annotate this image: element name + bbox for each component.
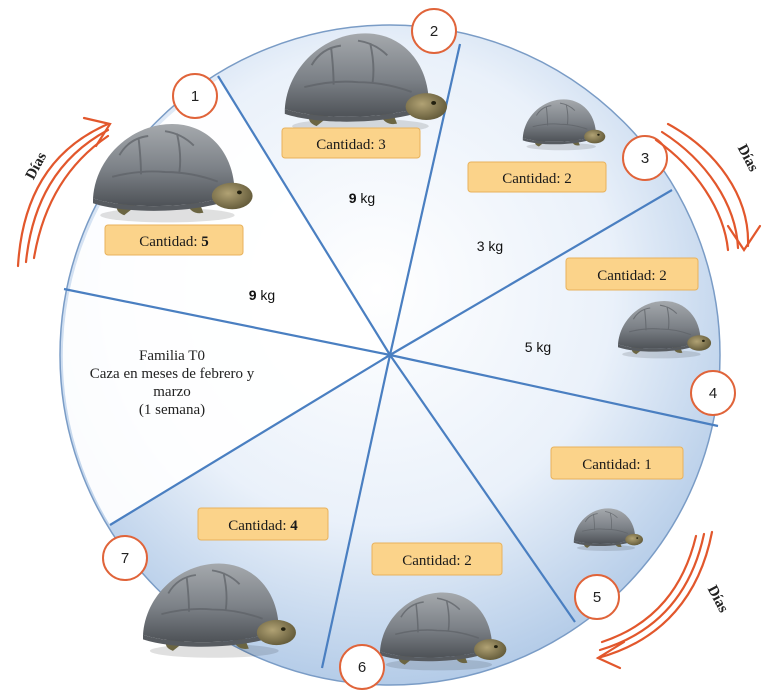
- svg-text:4: 4: [709, 385, 717, 402]
- svg-text:Cantidad: 4: Cantidad: 4: [228, 518, 298, 534]
- sector-number-badge-1: 1: [172, 73, 218, 119]
- svg-text:1: 1: [191, 88, 199, 105]
- quantity-label-5: Cantidad: 1: [550, 446, 684, 480]
- weight-label-sector-1: 9 kg: [249, 287, 275, 303]
- divider-line: [320, 354, 392, 669]
- svg-text:Cantidad: 2: Cantidad: 2: [402, 553, 472, 569]
- svg-text:Cantidad: 2: Cantidad: 2: [502, 171, 572, 187]
- svg-text:2: 2: [430, 23, 438, 40]
- quantity-label-1: Cantidad: 5: [104, 224, 244, 256]
- divider-line: [109, 354, 391, 526]
- direction-arrow-top-left: [16, 116, 112, 268]
- quantity-label-6: Cantidad: 2: [371, 542, 503, 576]
- sector-number-badge-6: 6: [339, 644, 385, 690]
- quantity-label-7: Cantidad: 4: [197, 507, 329, 541]
- weight-label-sector-3: 3 kg: [477, 238, 503, 254]
- weight-label-sector-2: 9 kg: [349, 190, 375, 206]
- divider-line: [389, 354, 576, 623]
- divider-line: [389, 353, 719, 428]
- svg-text:6: 6: [358, 659, 366, 676]
- sector-number-badge-5: 5: [574, 574, 620, 620]
- sector-number-badge-3: 3: [622, 135, 668, 181]
- direction-label-right: Días: [734, 142, 762, 175]
- sector-number-badge-4: 4: [690, 370, 736, 416]
- direction-label-left: Días: [23, 150, 51, 183]
- svg-text:3: 3: [641, 150, 649, 167]
- direction-arrow-right: [654, 122, 762, 252]
- sector-number-badge-2: 2: [411, 8, 457, 54]
- svg-text:Caza en meses de febrero y: Caza en meses de febrero y: [90, 366, 255, 382]
- direction-label-bottom: Días: [704, 583, 732, 616]
- svg-text:Cantidad: 5: Cantidad: 5: [139, 234, 209, 250]
- divider-line: [217, 75, 391, 356]
- svg-text:marzo: marzo: [153, 384, 190, 400]
- weight-label-sector-4: 5 kg: [525, 339, 551, 355]
- divider-line: [63, 287, 391, 357]
- divider-line: [388, 43, 462, 356]
- svg-text:5: 5: [593, 589, 601, 606]
- divider-line: [389, 189, 673, 356]
- svg-text:7: 7: [121, 550, 129, 567]
- svg-text:Familia T0: Familia T0: [139, 348, 205, 364]
- sector-dividers: [63, 43, 719, 669]
- quantity-label-3: Cantidad: 2: [467, 161, 607, 193]
- quantity-label-2: Cantidad: 3: [281, 127, 421, 159]
- family-description: Familia T0 Caza en meses de febrero y ma…: [90, 348, 255, 418]
- sector-number-badge-7: 7: [102, 535, 148, 581]
- svg-text:Cantidad: 3: Cantidad: 3: [316, 137, 386, 153]
- svg-text:(1 semana): (1 semana): [139, 402, 205, 418]
- direction-arrow-bottom-right: [595, 530, 714, 670]
- svg-text:Cantidad: 2: Cantidad: 2: [597, 268, 667, 284]
- quantity-label-4: Cantidad: 2: [565, 257, 699, 291]
- svg-text:Cantidad: 1: Cantidad: 1: [582, 457, 652, 473]
